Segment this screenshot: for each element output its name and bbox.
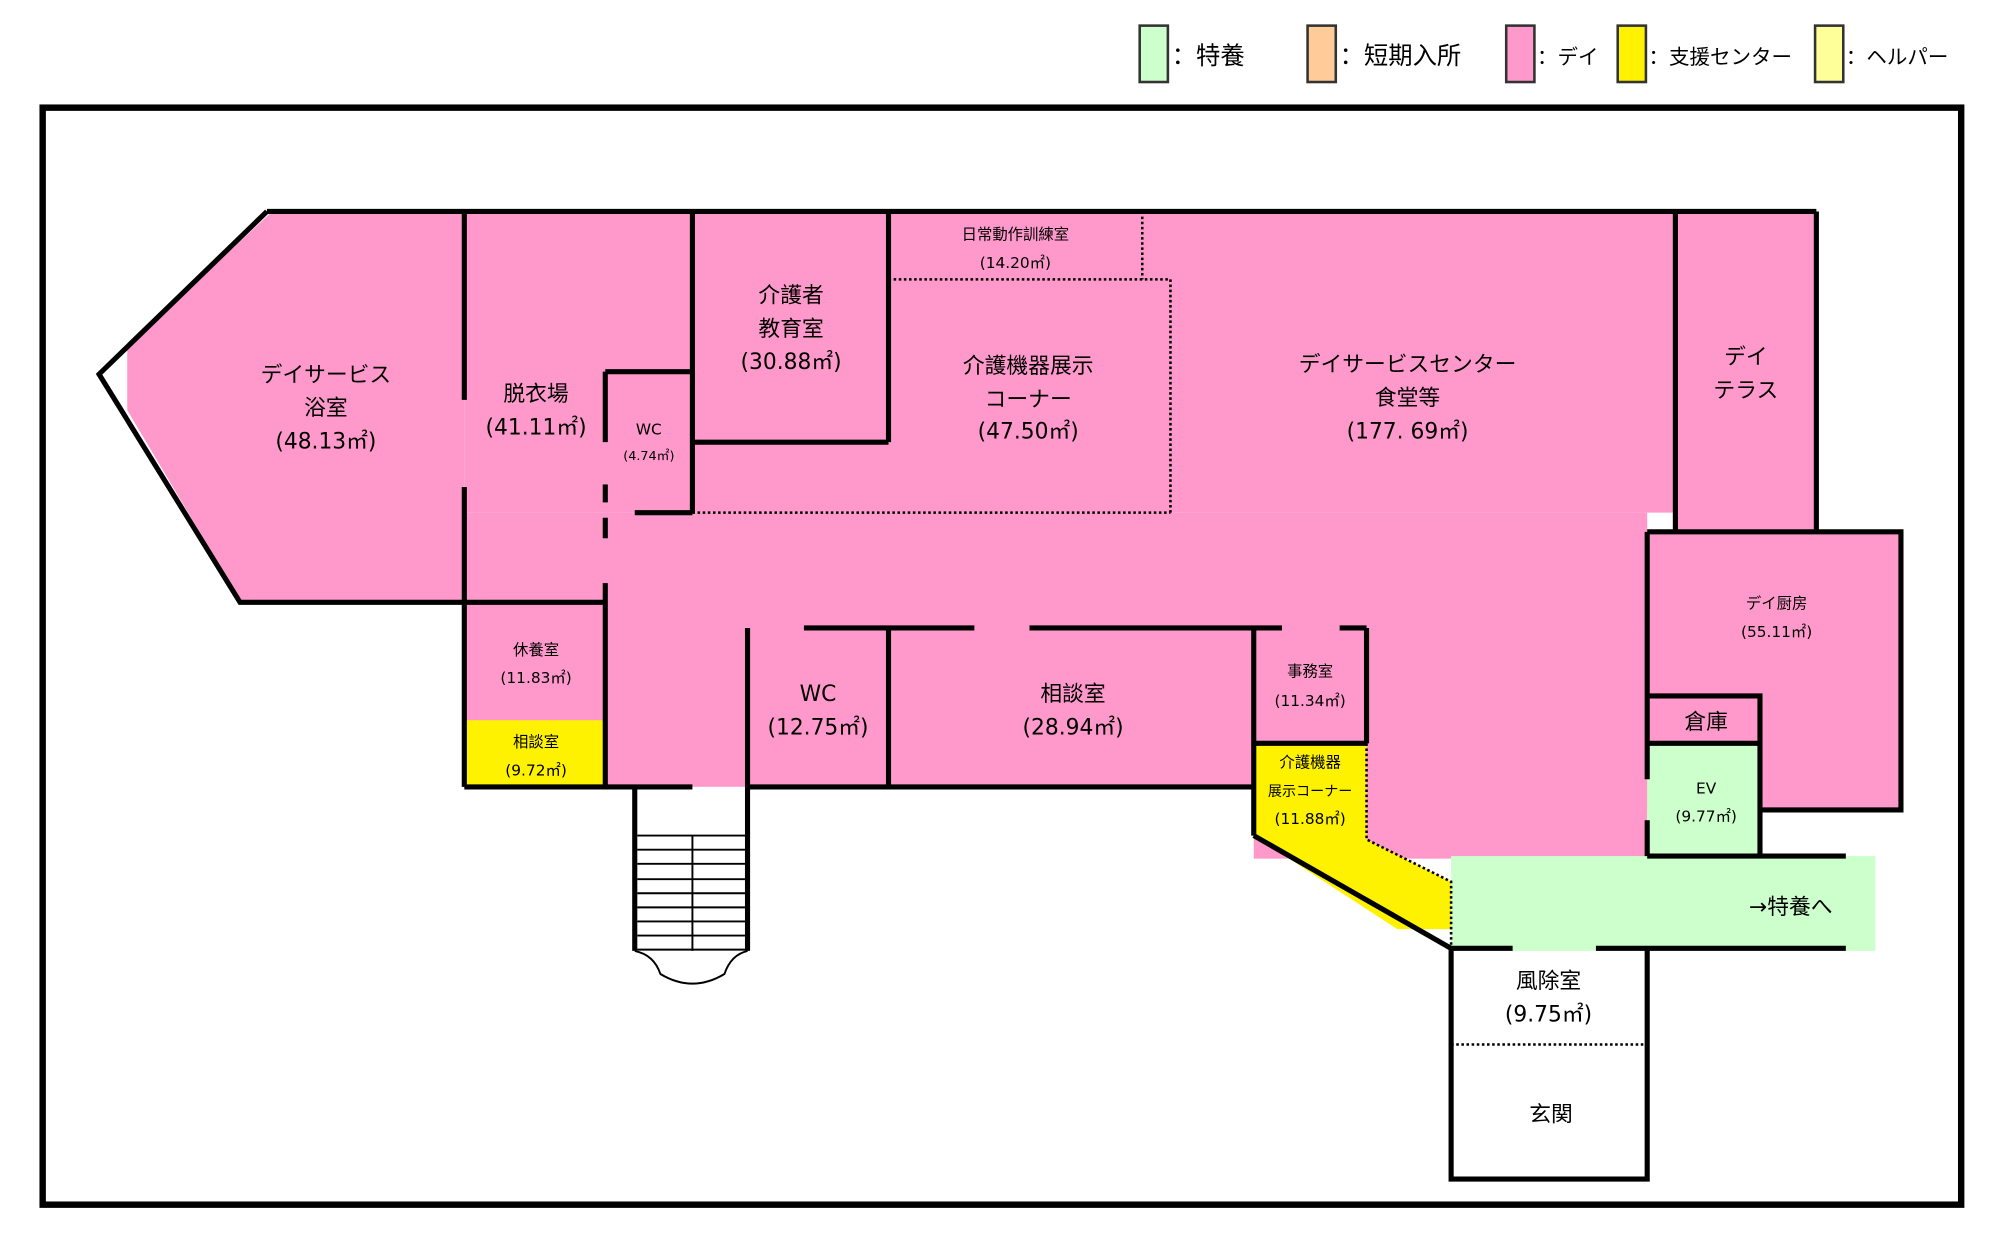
legend-swatch-tokuyou [1138, 24, 1170, 84]
wc-small-label: WC [636, 420, 662, 438]
legend-label-shien: ：支援センター [1648, 45, 1791, 69]
fill-stair [634, 786, 748, 954]
legend-label-tokuyou: ：特養 [1172, 41, 1245, 70]
fill-consult-small [465, 720, 606, 787]
dining-label-2: 食堂等 [1375, 386, 1440, 411]
equipment-small-label-2: 展示コーナー [1268, 784, 1352, 800]
consult-small-label: 相談室 [513, 733, 559, 751]
caregiver-edu-area: (30.88㎡) [741, 349, 842, 375]
legend: ：特養 ：短期入所 ：デイ ：支援センター ：ヘルパー [1138, 24, 1949, 84]
ev-label: EV [1696, 779, 1717, 797]
to-tokuyou-label: →特養へ [1749, 895, 1833, 920]
consult-small-area: (9.72㎡) [505, 761, 567, 779]
fill-ev [1647, 743, 1760, 857]
wc-large-label: WC [800, 682, 837, 707]
legend-label-helper: ：ヘルパー [1846, 45, 1949, 69]
windbreak-area: (9.75㎡) [1505, 1001, 1592, 1027]
legend-label-tanki: ：短期入所 [1340, 41, 1462, 70]
fill-to-tokuyou [1451, 856, 1876, 951]
staircase [632, 786, 751, 985]
equipment-small-area: (11.88㎡) [1274, 810, 1345, 828]
daily-training-label: 日常動作訓練室 [962, 226, 1070, 244]
caregiver-edu-label-2: 教育室 [758, 317, 823, 342]
office-area: (11.34㎡) [1274, 692, 1345, 710]
daily-training-area: (14.20㎡) [980, 254, 1051, 272]
rest-area: (11.83㎡) [500, 669, 571, 687]
equipment-corner-label: 介護機器展示 [963, 354, 1094, 379]
ev-area: (9.77㎡) [1675, 807, 1737, 825]
legend-swatch-shien [1616, 24, 1648, 84]
outer-frame [39, 104, 1965, 1208]
terrace-label: デイ [1724, 345, 1768, 370]
equipment-corner-label-2: コーナー [985, 387, 1072, 412]
legend-swatch-day [1504, 24, 1536, 84]
kitchen-label: デイ厨房 [1746, 594, 1807, 613]
fill-bath [127, 214, 465, 603]
office-label: 事務室 [1287, 663, 1333, 681]
fill-main-top [464, 211, 1676, 513]
bath-label-2: 浴室 [304, 396, 348, 421]
caregiver-edu-label: 介護者 [758, 283, 823, 308]
consult-large-label: 相談室 [1040, 682, 1105, 707]
kitchen-area: (55.11㎡) [1741, 623, 1812, 641]
windbreak-label: 風除室 [1516, 969, 1581, 994]
dressing-area: (41.11㎡) [486, 414, 587, 440]
fill-terrace [1675, 211, 1817, 532]
rest-label: 休養室 [513, 641, 559, 659]
legend-swatch-helper [1813, 24, 1845, 84]
legend-swatch-tanki [1306, 24, 1338, 84]
dressing-label: 脱衣場 [503, 382, 568, 407]
dining-area: (177. 69㎡) [1347, 418, 1469, 444]
storage-label: 倉庫 [1684, 710, 1728, 735]
equipment-corner-area: (47.50㎡) [978, 418, 1079, 444]
dining-label: デイサービスセンター [1299, 353, 1517, 378]
equipment-small-label: 介護機器 [1279, 754, 1340, 772]
area-fills [127, 211, 1901, 954]
fill-equipment-small [1253, 743, 1452, 930]
consult-large-area: (28.94㎡) [1023, 714, 1124, 740]
bath-area: (48.13㎡) [275, 429, 376, 455]
room-labels: デイサービス 浴室 (48.13㎡) 脱衣場 (41.11㎡) WC (4.74… [261, 226, 1833, 1128]
wc-small-area: (4.74㎡) [623, 449, 674, 464]
walls [95, 208, 1904, 1182]
wc-large-area: (12.75㎡) [767, 714, 868, 740]
bath-label: デイサービス [261, 363, 392, 388]
entrance-label: 玄関 [1529, 1102, 1573, 1127]
terrace-label-2: テラス [1713, 378, 1778, 403]
legend-label-day: ：デイ [1537, 45, 1599, 69]
